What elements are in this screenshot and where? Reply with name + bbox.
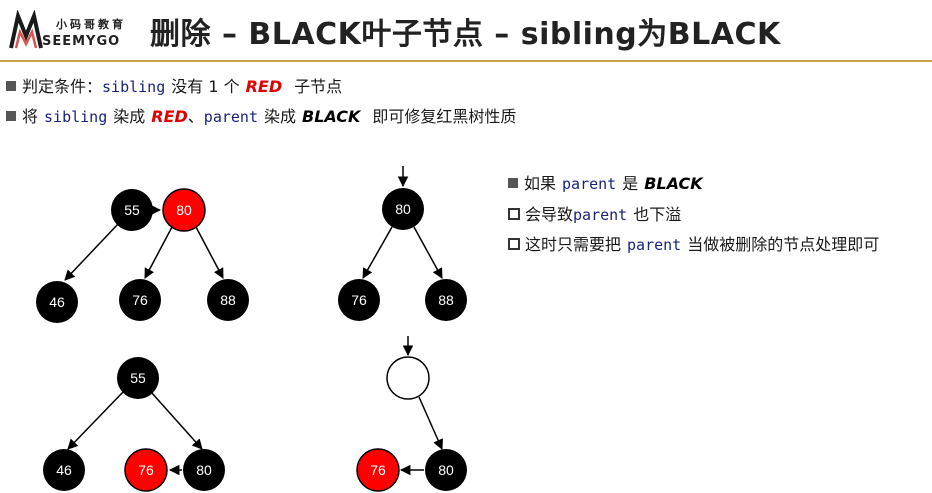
square-bullet-icon [6, 81, 16, 91]
tree-top-left: 55 80 46 76 88 [36, 188, 249, 323]
node-55: 55 [111, 189, 153, 231]
bullet-fix: 将 sibling 染成 RED、parent 染成 BLACK 即可修复红黑树性质 [6, 103, 516, 127]
node-empty-deleted [386, 356, 430, 400]
node-76: 76 [119, 279, 161, 321]
node-label: 76 [132, 292, 148, 308]
node-46: 46 [36, 281, 78, 323]
edge-55-80 [150, 391, 203, 450]
note2-prefix: 会导致 [525, 205, 574, 224]
fix-red-label: RED [151, 107, 188, 126]
logo-m-icon [9, 10, 43, 49]
fix-black-label: BLACK [302, 107, 361, 126]
node-label: 80 [395, 201, 411, 217]
hollow-square-bullet-icon [508, 208, 520, 220]
slide-header: 小码哥教育 SEEMYGO 删除 – BLACK叶子节点 – sibling为B… [0, 0, 932, 62]
note1-prefix: 如果 [524, 174, 557, 193]
node-label: 88 [220, 292, 236, 308]
node-88: 88 [425, 279, 467, 321]
condition-suffix: 子节点 [294, 77, 343, 96]
node-label: 55 [130, 370, 146, 386]
node-label: 88 [438, 292, 454, 308]
logo-english-text: SEEMYGO [42, 34, 121, 49]
fix-suffix: 即可修复红黑树性质 [372, 107, 517, 126]
header-divider [0, 60, 932, 62]
side-note-if-black: 如果 parent 是 BLACK [508, 170, 703, 194]
node-76-red: 76 [124, 448, 168, 492]
note2-code-parent: parent [573, 206, 628, 224]
node-label: 80 [438, 462, 454, 478]
side-note-underflow: 会导致parent 也下溢 [508, 201, 681, 225]
edge-empty-80 [418, 396, 443, 450]
node-80-red: 80 [162, 188, 206, 232]
edge-80-88 [413, 226, 443, 279]
brand-logo: 小码哥教育 SEEMYGO [8, 8, 148, 54]
note1-mid: 是 [622, 174, 639, 193]
edge-80-76 [144, 226, 173, 279]
node-label: 55 [124, 202, 140, 218]
tree-bottom-right: 76 80 [356, 356, 467, 492]
edge-55-46 [67, 391, 124, 450]
note3-suffix: 当做被删除的节点处理即可 [687, 235, 880, 254]
condition-mid: 没有 1 个 [171, 77, 240, 96]
condition-prefix: 判定条件： [22, 77, 103, 96]
node-80: 80 [382, 188, 424, 230]
node-label: 76 [351, 292, 367, 308]
node-label: 46 [56, 462, 72, 478]
tree-top-right: 80 76 88 [338, 188, 467, 321]
node-label: 80 [196, 462, 212, 478]
side-note-treat-deleted: 这时只需要把 parent 当做被删除的节点处理即可 [508, 231, 879, 255]
fix-code-parent: parent [203, 108, 258, 126]
node-55: 55 [117, 357, 159, 399]
edge-80-88 [195, 226, 224, 279]
tree-bottom-right-edges [399, 336, 443, 476]
fix-mid: 染成 [113, 107, 146, 126]
edge-80-76 [362, 226, 393, 279]
fix-prefix: 将 [22, 107, 39, 126]
tree-bottom-left-edges [67, 391, 203, 476]
note3-prefix: 这时只需要把 [525, 235, 622, 254]
node-80: 80 [183, 449, 225, 491]
square-bullet-icon [508, 178, 518, 188]
node-76: 76 [338, 279, 380, 321]
tree-bottom-left: 55 46 76 80 [43, 357, 225, 492]
fix-mid2: 染成 [263, 107, 296, 126]
node-46: 46 [43, 449, 85, 491]
tree-top-right-edges [362, 166, 443, 279]
note3-code-parent: parent [627, 236, 682, 254]
page-title: 删除 – BLACK叶子节点 – sibling为BLACK [150, 17, 781, 52]
node-label: 76 [370, 462, 386, 478]
logo-chinese-text: 小码哥教育 [56, 18, 126, 31]
note1-black-label: BLACK [644, 174, 703, 193]
fix-code-sibling: sibling [44, 108, 108, 126]
node-80: 80 [425, 449, 467, 491]
node-76-red: 76 [356, 448, 400, 492]
square-bullet-icon [6, 111, 16, 121]
note2-suffix: 也下溢 [633, 205, 682, 224]
hollow-square-bullet-icon [508, 238, 520, 250]
node-label: 46 [49, 294, 65, 310]
node-88: 88 [207, 279, 249, 321]
note1-code-parent: parent [562, 175, 617, 193]
node-label: 76 [138, 462, 154, 478]
bullet-condition: 判定条件：sibling 没有 1 个 RED 子节点 [6, 73, 342, 97]
fix-separator: 、 [187, 107, 204, 126]
condition-red-label: RED [245, 77, 283, 96]
node-label: 80 [176, 202, 192, 218]
edge-55-46 [64, 223, 119, 281]
condition-code-sibling: sibling [102, 78, 166, 96]
